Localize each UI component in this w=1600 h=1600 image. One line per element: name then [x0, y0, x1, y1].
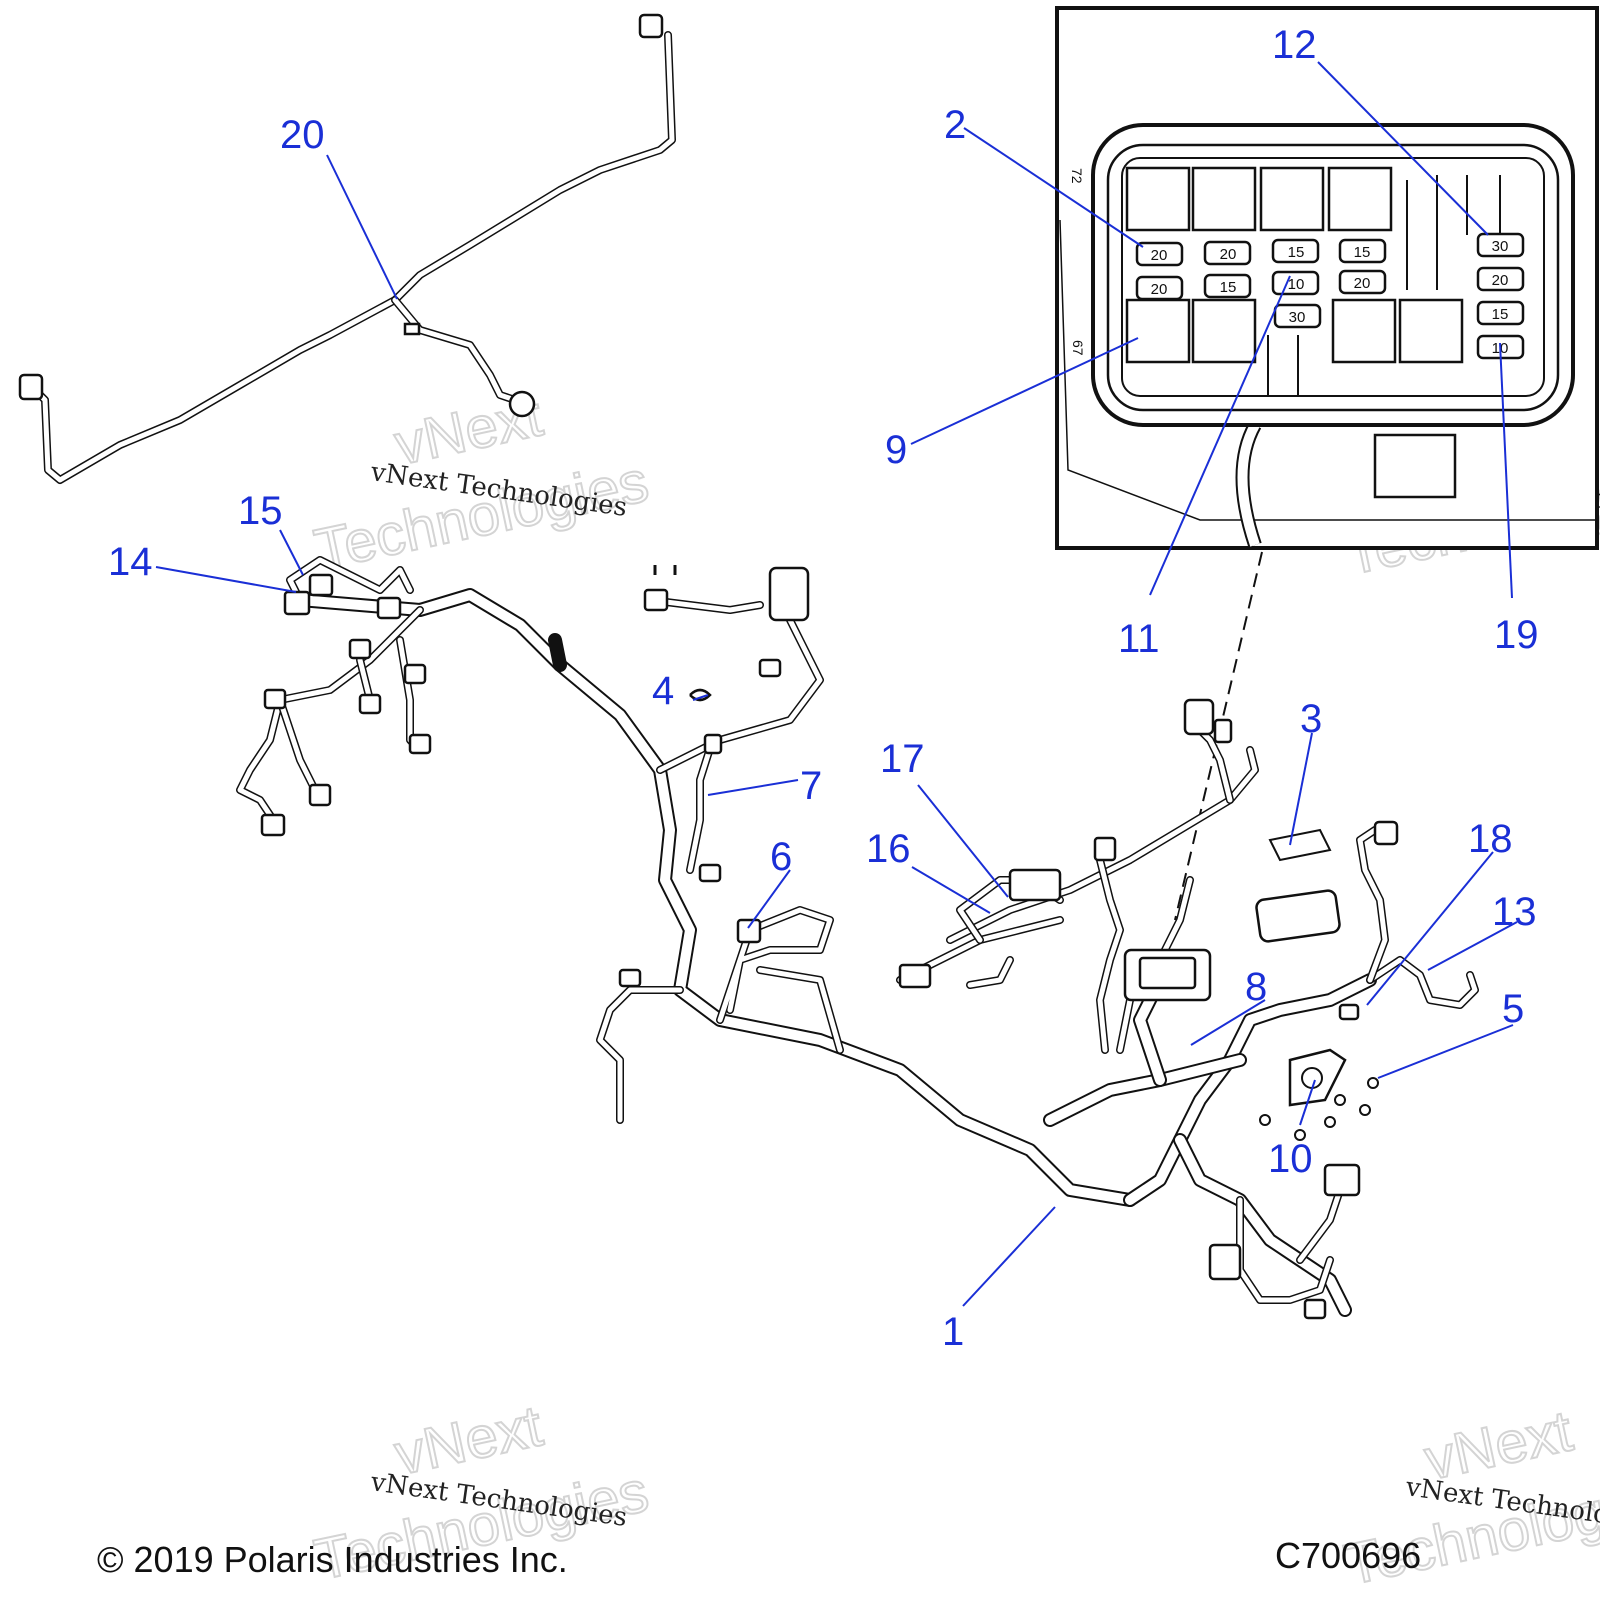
- svg-text:20: 20: [1151, 247, 1168, 264]
- fuse-box-side-label-67: 67: [1070, 340, 1086, 356]
- callout-19: 19: [1494, 613, 1539, 657]
- callout-12: 12: [1272, 23, 1317, 67]
- relay: [1259, 166, 1325, 232]
- fuse-box-inset: 72 67 20 20 15 15 20 15 10 20 30 30 20 1…: [1055, 6, 1599, 550]
- fuse-15: 15: [1271, 238, 1320, 264]
- callout-4: 4: [652, 669, 674, 713]
- fuse-box-side-label-72: 72: [1069, 168, 1085, 184]
- leader-lines: [155, 61, 1518, 1307]
- callout-17: 17: [880, 737, 925, 781]
- svg-text:15: 15: [1354, 244, 1371, 261]
- svg-text:30: 30: [1492, 238, 1509, 255]
- callout-9: 9: [885, 428, 907, 472]
- callout-6: 6: [770, 835, 792, 879]
- callout-14: 14: [108, 540, 153, 584]
- dash-harness: [689, 658, 1479, 1320]
- fuse-20: 20: [1203, 240, 1252, 266]
- callouts: 1 2 3 4 5 6 7 8 9 10 11 12 13 14 15 16 1…: [108, 23, 1539, 1354]
- callout-20: 20: [280, 113, 325, 157]
- callout-18: 18: [1468, 817, 1513, 861]
- callout-5: 5: [1502, 987, 1524, 1031]
- callout-11: 11: [1118, 617, 1160, 661]
- svg-text:15: 15: [1220, 279, 1237, 296]
- copyright-text: © 2019 Polaris Industries Inc.: [97, 1539, 568, 1580]
- callout-2: 2: [944, 103, 966, 147]
- rear-harness: [18, 13, 676, 484]
- relay: [1191, 298, 1257, 364]
- front-harness: [236, 556, 1137, 1207]
- relay: [1327, 166, 1393, 232]
- fuse-10: 10: [1271, 270, 1320, 296]
- fuse-30: 30: [1476, 232, 1525, 258]
- fuse-20: 20: [1338, 269, 1387, 295]
- relay: [1125, 298, 1191, 364]
- callout-8: 8: [1245, 965, 1267, 1009]
- fuse-30: 30: [1273, 303, 1322, 329]
- svg-text:15: 15: [1288, 244, 1305, 261]
- callout-1: 1: [942, 1310, 964, 1354]
- svg-text:15: 15: [1492, 306, 1509, 323]
- fuse-20: 20: [1135, 275, 1184, 301]
- svg-text:30: 30: [1289, 309, 1306, 326]
- fuse-15: 15: [1203, 273, 1252, 299]
- relay: [1331, 298, 1397, 364]
- control-module: [1255, 889, 1341, 943]
- svg-text:10: 10: [1288, 276, 1305, 293]
- svg-text:20: 20: [1220, 246, 1237, 263]
- relay: [1125, 166, 1191, 232]
- fuse-20: 20: [1135, 241, 1184, 267]
- callout-15: 15: [238, 489, 283, 533]
- svg-text:20: 20: [1354, 275, 1371, 292]
- fuse-15: 15: [1338, 238, 1387, 264]
- callout-10: 10: [1268, 1137, 1313, 1181]
- fuse-20: 20: [1476, 266, 1525, 292]
- relay: [1398, 298, 1464, 364]
- fuse-15: 15: [1476, 300, 1525, 326]
- diagram-id: C700696: [1275, 1535, 1421, 1576]
- callout-13: 13: [1492, 890, 1537, 934]
- svg-text:20: 20: [1151, 281, 1168, 298]
- callout-3: 3: [1300, 697, 1322, 741]
- callout-7: 7: [800, 764, 822, 808]
- svg-text:20: 20: [1492, 272, 1509, 289]
- callout-16: 16: [866, 827, 911, 871]
- relay: [1191, 166, 1257, 232]
- watermark-ghost-top: vNext Technologies vNext Technologies: [308, 382, 655, 583]
